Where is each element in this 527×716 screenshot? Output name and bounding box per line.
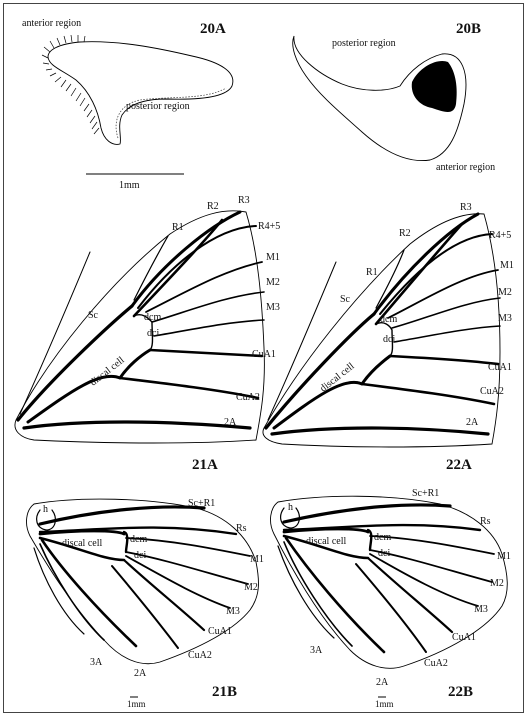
label-posterior-region: posterior region bbox=[126, 101, 190, 112]
label-Rs: Rs bbox=[236, 523, 247, 534]
label-R3: R3 bbox=[460, 202, 472, 213]
label-Sc-R1: Sc+R1 bbox=[188, 498, 215, 509]
label-M1: M1 bbox=[500, 260, 514, 271]
genital-plate-20A bbox=[47, 41, 234, 145]
label-CuA1: CuA1 bbox=[452, 632, 476, 643]
label-R4-5: R4+5 bbox=[258, 221, 280, 232]
label-h: h bbox=[288, 502, 293, 513]
label-anterior-region: anterior region bbox=[436, 162, 495, 173]
label-M1: M1 bbox=[497, 551, 511, 562]
wing-veins-21A bbox=[16, 210, 265, 430]
label-M2: M2 bbox=[498, 287, 512, 298]
label-discal-cell: discal cell bbox=[306, 536, 346, 547]
label-R3: R3 bbox=[238, 195, 250, 206]
figure-label-20A: 20A bbox=[200, 21, 226, 37]
figure-label-22B: 22B bbox=[448, 684, 473, 700]
label-anterior-region: anterior region bbox=[22, 18, 81, 29]
label-dci: dci bbox=[383, 334, 395, 345]
scale-label-22B: 1mm bbox=[375, 699, 394, 709]
label-dcm: dcm bbox=[374, 532, 391, 543]
wing-veins-22B bbox=[277, 503, 495, 654]
figure-22B: h Sc+R1 Rs discal cell dcm dci M1 M2 M3 … bbox=[270, 488, 511, 709]
setae-20A bbox=[41, 34, 100, 135]
label-h: h bbox=[43, 504, 48, 515]
wing-labels-22A: R1 R2 R3 R4+5 M1 M2 M3 Sc dcm dci discal… bbox=[318, 202, 514, 428]
label-M3: M3 bbox=[226, 606, 240, 617]
figure-label-21A: 21A bbox=[192, 457, 218, 473]
sclerotized-patch-20B bbox=[411, 60, 457, 112]
label-dcm: dcm bbox=[380, 314, 397, 325]
label-2A: 2A bbox=[466, 417, 479, 428]
wing-veins-21B bbox=[33, 505, 251, 649]
label-R2: R2 bbox=[207, 201, 219, 212]
label-Sc: Sc bbox=[88, 310, 99, 321]
figure-label-22A: 22A bbox=[446, 457, 472, 473]
label-CuA2: CuA2 bbox=[424, 658, 448, 669]
figure-label-20B: 20B bbox=[456, 21, 481, 37]
inner-margin-20A bbox=[115, 87, 227, 139]
wing-labels-21B: h Sc+R1 Rs discal cell dcm dci M1 M2 M3 … bbox=[43, 498, 264, 679]
label-posterior-region: posterior region bbox=[332, 38, 396, 49]
label-dci: dci bbox=[134, 550, 146, 561]
label-M3: M3 bbox=[498, 313, 512, 324]
label-R1: R1 bbox=[172, 222, 184, 233]
label-R2: R2 bbox=[399, 228, 411, 239]
label-dcm: dcm bbox=[144, 312, 161, 323]
label-CuA1: CuA1 bbox=[252, 349, 276, 360]
label-CuA2: CuA2 bbox=[188, 650, 212, 661]
label-R1: R1 bbox=[366, 267, 378, 278]
figure-20A: 20A anterior region posterior region 1mm bbox=[22, 18, 234, 191]
figure-label-21B: 21B bbox=[212, 684, 237, 700]
label-M2: M2 bbox=[490, 578, 504, 589]
figure-21A: R1 R2 R3 R4+5 M1 M2 M3 Sc dcm dci discal… bbox=[14, 195, 280, 473]
label-discal-cell: discal cell bbox=[88, 355, 127, 389]
label-dci: dci bbox=[378, 548, 390, 559]
label-M3: M3 bbox=[266, 302, 280, 313]
label-CuA2: CuA2 bbox=[236, 392, 260, 403]
label-M1: M1 bbox=[250, 554, 264, 565]
label-CuA1: CuA1 bbox=[488, 362, 512, 373]
label-Rs: Rs bbox=[480, 516, 491, 527]
wing-outline-21B bbox=[26, 498, 259, 665]
figure-21B: h Sc+R1 Rs discal cell dcm dci M1 M2 M3 … bbox=[26, 498, 264, 709]
scale-label-21B: 1mm bbox=[127, 699, 146, 709]
wing-outline-22A bbox=[262, 213, 501, 448]
scale-label-20A: 1mm bbox=[119, 180, 140, 191]
label-R4-5: R4+5 bbox=[489, 230, 511, 241]
plate-border bbox=[3, 3, 524, 713]
label-M2: M2 bbox=[244, 582, 258, 593]
label-2A: 2A bbox=[376, 677, 389, 688]
wing-outline-21A bbox=[14, 210, 265, 444]
label-3A: 3A bbox=[90, 657, 103, 668]
label-Sc-R1: Sc+R1 bbox=[412, 488, 439, 499]
label-discal-cell: discal cell bbox=[62, 538, 102, 549]
label-CuA1: CuA1 bbox=[208, 626, 232, 637]
label-M1: M1 bbox=[266, 252, 280, 263]
label-M3: M3 bbox=[474, 604, 488, 615]
label-dci: dci bbox=[147, 328, 159, 339]
label-3A: 3A bbox=[310, 645, 323, 656]
figure-22A: R1 R2 R3 R4+5 M1 M2 M3 Sc dcm dci discal… bbox=[262, 202, 514, 473]
label-M2: M2 bbox=[266, 277, 280, 288]
label-2A: 2A bbox=[134, 668, 147, 679]
label-2A: 2A bbox=[224, 417, 237, 428]
wing-labels-22B: h Sc+R1 Rs discal cell dcm dci M1 M2 M3 … bbox=[288, 488, 511, 688]
figure-20B: 20B posterior region anterior region bbox=[292, 21, 495, 173]
genital-plate-20B bbox=[292, 35, 467, 162]
label-CuA2: CuA2 bbox=[480, 386, 504, 397]
label-Sc: Sc bbox=[340, 294, 351, 305]
wing-veins-22A bbox=[264, 212, 501, 436]
label-dcm: dcm bbox=[130, 534, 147, 545]
label-discal-cell: discal cell bbox=[318, 361, 357, 395]
